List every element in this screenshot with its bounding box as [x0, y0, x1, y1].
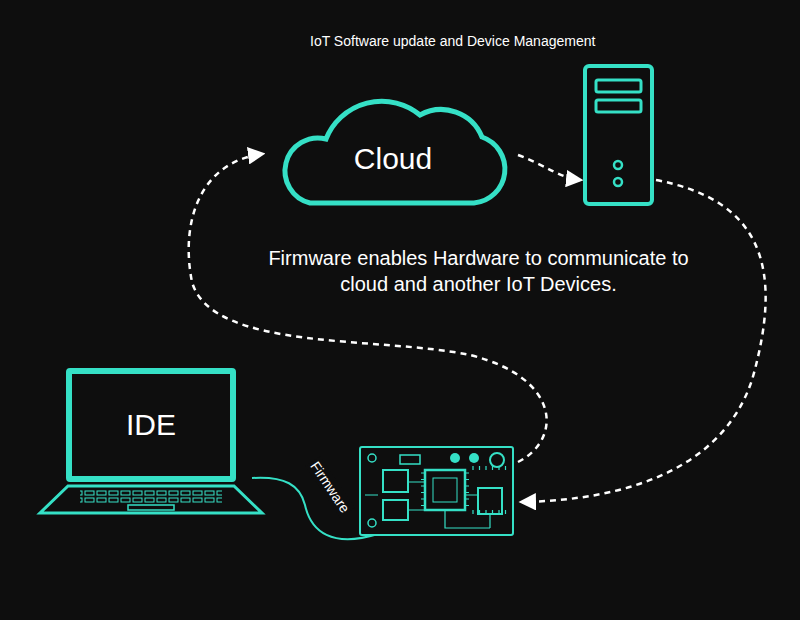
laptop-base: [40, 486, 262, 513]
node-text: IDE: [126, 408, 176, 442]
title-text: IoT Software update and Device Managemen…: [310, 33, 595, 49]
cloud-shape: Cloud: [268, 85, 518, 210]
pcb-board: [360, 447, 513, 535]
laptop-screen: IDE: [66, 368, 236, 482]
node-text: Cloud: [354, 142, 432, 176]
cable-label: Firmware: [305, 456, 355, 518]
server-icon: [585, 66, 652, 204]
description-text: Firmware enables Hardware to communicate…: [251, 245, 706, 297]
